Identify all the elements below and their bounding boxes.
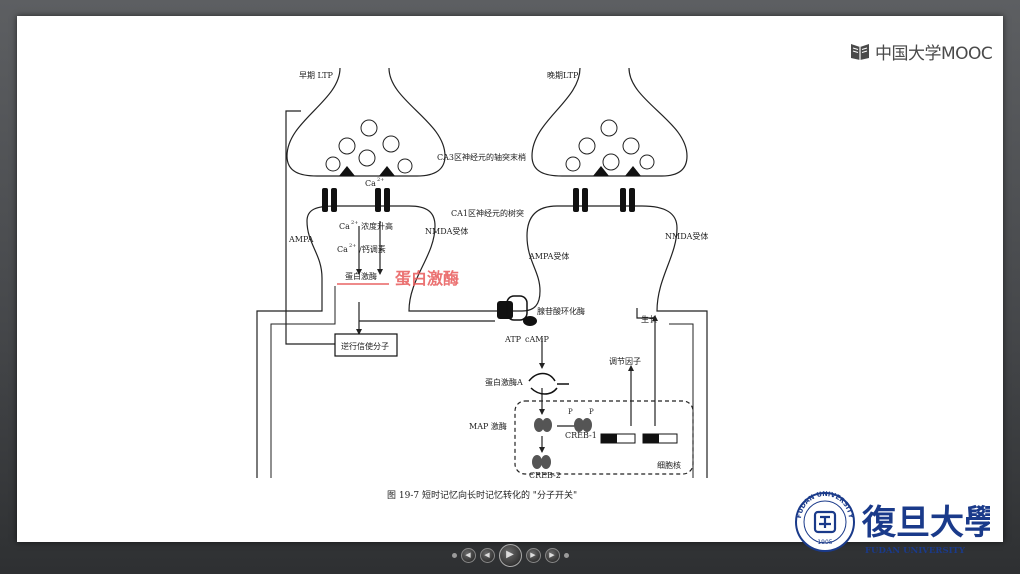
player-controls: ◀ ◀ ▶ ▶ ▶ bbox=[0, 543, 1020, 567]
label-nmda-left: NMDA受体 bbox=[425, 226, 468, 236]
fudan-name-en: FUDAN UNIVERSITY bbox=[865, 546, 966, 556]
label-phospho-1: P bbox=[568, 408, 573, 416]
player-dot-left bbox=[451, 552, 457, 558]
previous-button[interactable]: ◀ bbox=[460, 547, 476, 563]
label-ca-sup-1: 2+ bbox=[351, 220, 358, 226]
label-ca-ion-2: Ca bbox=[337, 245, 348, 254]
player-dot-right bbox=[563, 552, 569, 558]
rewind-icon: ◀ bbox=[484, 550, 490, 559]
adenylyl-cyclase-icon bbox=[497, 295, 537, 326]
next-button[interactable]: ▶ bbox=[544, 547, 560, 563]
mooc-logo-text: 中国大学MOOC bbox=[875, 43, 993, 64]
fudan-university-logo: FUDAN UNIVERSITY 1905 復旦大學 FUDAN UNIVERS… bbox=[795, 490, 990, 556]
label-ca-ion: Ca bbox=[339, 222, 350, 231]
creb-proteins bbox=[532, 418, 592, 469]
play-icon: ▶ bbox=[506, 549, 514, 560]
mooc-book-icon bbox=[851, 44, 869, 60]
label-camp: cAMP bbox=[525, 335, 549, 344]
label-ca-concentration: 浓度升高 bbox=[361, 221, 393, 231]
label-ca1-dendrite: CA1区神经元的树突 bbox=[451, 208, 524, 218]
rewind-button[interactable]: ◀ bbox=[479, 547, 495, 563]
mooc-logo: 中国大学MOOC bbox=[849, 40, 993, 64]
figure-caption: 图 19-7 短时记忆向长时记忆转化的 "分子开关" bbox=[387, 489, 577, 501]
label-ca3-terminal: CA3区神经元的轴突末梢 bbox=[437, 152, 526, 162]
label-creb2: CREB-2 bbox=[529, 471, 561, 480]
prev-icon: ◀ bbox=[465, 550, 471, 559]
label-nucleus: 细胞核 bbox=[657, 460, 681, 470]
label-retrograde-messenger: 逆行信使分子 bbox=[341, 341, 389, 351]
label-ampa-left: AMPA bbox=[288, 235, 314, 244]
left-presynaptic-terminal bbox=[286, 67, 446, 177]
ltp-diagram: 早期 LTP 晚期LTP CA3区神经元的轴突末梢 CA1区神经元的树突 Ca … bbox=[256, 67, 708, 501]
label-growth: 生长 bbox=[641, 314, 657, 324]
label-nmda-right: NMDA受体 bbox=[665, 231, 708, 241]
label-map-kinase: MAP 激酶 bbox=[469, 421, 507, 431]
next-icon: ▶ bbox=[549, 550, 555, 559]
label-pka: 蛋白激酶A bbox=[485, 377, 523, 387]
slide-canvas: 中国大学MOOC bbox=[17, 16, 1003, 542]
label-ampa-right: AMPA受体 bbox=[528, 251, 569, 261]
label-early-ltp: 早期 LTP bbox=[299, 71, 334, 80]
forward-button[interactable]: ▶ bbox=[525, 547, 541, 563]
fudan-name-cn: 復旦大學 bbox=[861, 503, 990, 543]
forward-icon: ▶ bbox=[530, 550, 536, 559]
protein-kinase-a-icon bbox=[528, 372, 569, 395]
label-atp: ATP bbox=[504, 335, 522, 344]
right-presynaptic-terminal bbox=[531, 67, 688, 177]
receptors bbox=[322, 188, 635, 212]
gene-promoters bbox=[600, 433, 678, 444]
label-ca-sup-2: 2+ bbox=[349, 243, 356, 249]
label-ca-entry-sup: 2+ bbox=[377, 177, 384, 183]
synaptic-vesicles bbox=[325, 119, 655, 174]
release-sites bbox=[339, 166, 641, 176]
label-adenylyl-cyclase: 腺苷酸环化酶 bbox=[537, 306, 585, 316]
postsynaptic-membrane bbox=[256, 205, 708, 478]
label-ca-entry: Ca bbox=[365, 179, 376, 188]
label-creb1: CREB-1 bbox=[565, 431, 597, 440]
label-calmodulin: /钙调素 bbox=[359, 244, 386, 254]
retrograde-pathway bbox=[285, 110, 335, 345]
label-late-ltp: 晚期LTP bbox=[547, 70, 579, 80]
seal-year: 1905 bbox=[817, 539, 832, 546]
play-button[interactable]: ▶ bbox=[498, 543, 522, 567]
nucleus-boundary bbox=[514, 400, 694, 475]
label-regulatory-factor: 调节因子 bbox=[609, 357, 641, 366]
seal-emblem bbox=[813, 510, 837, 534]
retrograde-messenger-box bbox=[334, 333, 398, 357]
watermark-protein-kinase: 蛋白激酶 bbox=[395, 269, 459, 288]
label-phospho-2: P bbox=[589, 408, 594, 416]
label-protein-kinase: 蛋白激酶 bbox=[345, 271, 377, 281]
